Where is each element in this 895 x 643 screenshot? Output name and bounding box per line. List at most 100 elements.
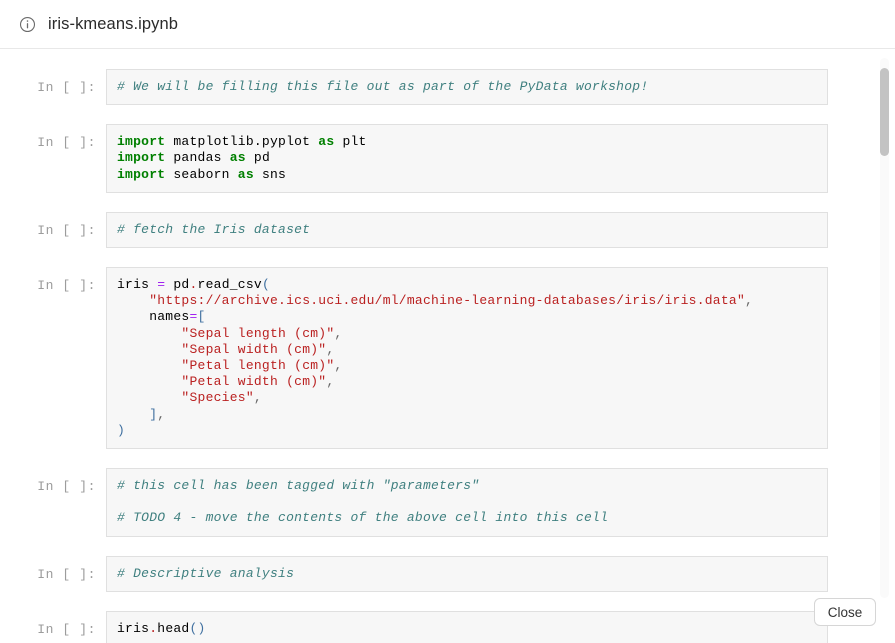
code-line: import pandas as pd <box>117 150 827 166</box>
code-token <box>117 293 149 308</box>
code-token: pd <box>165 277 190 293</box>
cell-prompt-label: In [ ]: <box>37 135 96 151</box>
code-token: pd <box>245 150 270 166</box>
code-token: , <box>157 406 166 422</box>
code-line <box>117 494 827 510</box>
vertical-scrollbar-track[interactable] <box>880 58 889 598</box>
notebook-cell[interactable]: In [ ]: # fetch the Iris dataset <box>0 211 895 249</box>
notebook-cell-list: In [ ]: # We will be filling this file ou… <box>0 49 895 643</box>
code-token: plt <box>334 134 367 150</box>
code-token: ( <box>261 277 271 293</box>
cell-prompt-label: In [ ]: <box>37 479 96 495</box>
code-token <box>117 390 181 405</box>
cell-prompt-label: In [ ]: <box>37 222 96 238</box>
code-token: import <box>117 166 166 182</box>
code-line: names=[ <box>117 309 827 325</box>
code-token <box>117 358 181 373</box>
code-line: # TODO 4 - move the contents of the abov… <box>117 510 827 526</box>
code-token: [ <box>197 309 206 325</box>
code-token: = <box>189 309 198 325</box>
code-line: ) <box>117 423 827 439</box>
cell-prompt-label: In [ ]: <box>37 80 96 95</box>
code-token: "Petal length (cm)" <box>181 358 335 374</box>
code-line: import seaborn as sns <box>117 167 827 183</box>
code-line: "https://archive.ics.uci.edu/ml/machine-… <box>117 293 827 309</box>
code-token: head <box>157 620 190 636</box>
code-token: as <box>229 150 246 166</box>
code-token: # TODO 4 - move the contents of the abov… <box>117 510 609 526</box>
code-token <box>117 342 181 357</box>
code-token: "Sepal width (cm)" <box>181 341 327 357</box>
code-token: # this cell has been tagged with "parame… <box>117 478 480 494</box>
code-token: iris <box>117 277 158 293</box>
info-circle-icon <box>19 16 36 32</box>
code-token: , <box>326 374 335 390</box>
code-token: . <box>189 277 198 293</box>
code-token: # Descriptive analysis <box>117 565 295 581</box>
code-token: ) <box>117 422 126 438</box>
code-line: iris = pd.read_csv( <box>117 277 827 293</box>
code-token: pandas <box>165 150 230 166</box>
code-token: = <box>157 277 166 293</box>
code-line: # Descriptive analysis <box>117 566 827 582</box>
code-token: , <box>326 341 335 357</box>
cell-prompt-label: In [ ]: <box>37 278 96 294</box>
notebook-cell[interactable]: In [ ]: # We will be filling this file ou… <box>0 69 895 106</box>
code-token: read_csv <box>197 277 262 293</box>
code-token: sns <box>253 166 287 182</box>
notebook-cell[interactable]: In [ ]: iris = pd.read_csv( "https://arch… <box>0 267 895 450</box>
cell-code-editor[interactable]: # fetch the Iris dataset <box>106 211 828 249</box>
notebook-scroll-area[interactable]: In [ ]: # We will be filling this file ou… <box>0 49 895 643</box>
code-token <box>117 407 149 422</box>
cell-code-editor[interactable]: # We will be filling this file out as pa… <box>106 69 828 106</box>
code-token: , <box>253 390 262 406</box>
code-token <box>117 374 181 389</box>
code-line: "Petal width (cm)", <box>117 374 827 390</box>
cell-code-editor[interactable]: # this cell has been tagged with "parame… <box>106 468 828 537</box>
code-line: # fetch the Iris dataset <box>117 222 827 238</box>
code-line: iris.head() <box>117 621 827 637</box>
code-token: ] <box>149 406 158 422</box>
cell-code-editor[interactable]: iris.head() <box>106 610 828 643</box>
code-token: "https://archive.ics.uci.edu/ml/machine-… <box>149 293 746 309</box>
code-line: import matplotlib.pyplot as plt <box>117 134 827 150</box>
code-token: as <box>318 134 335 150</box>
code-line: ], <box>117 407 827 423</box>
page-title: iris-kmeans.ipynb <box>48 14 179 33</box>
code-token: () <box>189 620 206 636</box>
code-token: names <box>117 309 190 325</box>
notebook-cell[interactable]: In [ ]: # Descriptive analysis <box>0 555 895 592</box>
code-line: "Petal length (cm)", <box>117 358 827 374</box>
code-line: "Sepal width (cm)", <box>117 342 827 358</box>
close-button[interactable]: Close <box>814 598 876 626</box>
code-token: as <box>237 166 254 182</box>
cell-code-editor[interactable]: iris = pd.read_csv( "https://archive.ics… <box>106 267 828 450</box>
titlebar: iris-kmeans.ipynb <box>0 0 895 49</box>
code-token: # fetch the Iris dataset <box>117 221 311 237</box>
code-token <box>117 326 181 341</box>
code-token: "Petal width (cm)" <box>181 374 327 390</box>
code-token: , <box>334 358 343 374</box>
code-token: "Species" <box>181 390 254 406</box>
code-token: import <box>117 150 166 166</box>
code-token: matplotlib.pyplot <box>165 134 319 150</box>
code-token: iris <box>117 620 150 636</box>
cell-prompt-label: In [ ]: <box>37 621 96 637</box>
code-token: , <box>334 325 343 341</box>
notebook-cell[interactable]: In [ ]: # this cell has been tagged with … <box>0 468 895 537</box>
code-token: # We will be filling this file out as pa… <box>117 79 649 94</box>
code-token: import <box>117 134 166 150</box>
code-token: "Sepal length (cm)" <box>181 325 335 341</box>
notebook-cell[interactable]: In [ ]: iris.head() <box>0 610 895 643</box>
code-line: # We will be filling this file out as pa… <box>117 79 827 95</box>
vertical-scrollbar-thumb[interactable] <box>880 68 889 156</box>
code-line: "Sepal length (cm)", <box>117 326 827 342</box>
cell-prompt-label: In [ ]: <box>37 566 96 582</box>
code-line: "Species", <box>117 390 827 406</box>
cell-code-editor[interactable]: # Descriptive analysis <box>106 555 828 592</box>
code-token: , <box>745 293 754 309</box>
code-token: seaborn <box>165 166 238 182</box>
code-token: . <box>149 620 158 636</box>
